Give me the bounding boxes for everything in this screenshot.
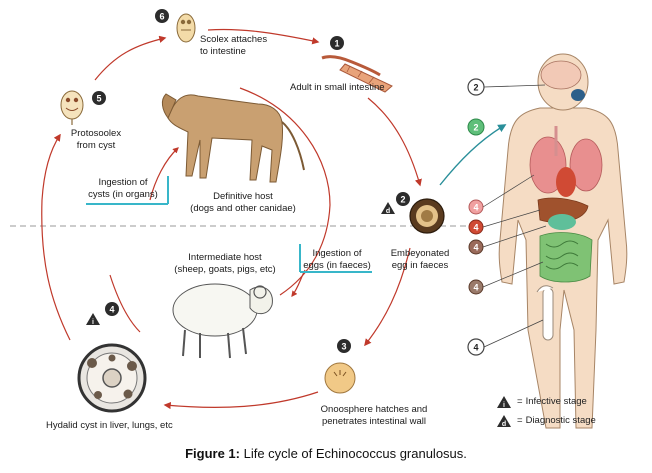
stage-4-number: 4 [109,305,114,315]
svg-text:2: 2 [473,123,478,133]
stage-2-number: 2 [400,195,405,205]
body-marker-heart: 4 [468,219,484,235]
adult-worm-icon [321,55,393,93]
svg-text:4: 4 [473,203,478,213]
legend-infective-icon: i [497,396,511,409]
svg-text:i: i [503,402,505,409]
legend-infective: =Infective stage [517,396,587,407]
body-marker-intestine: 4 [468,279,484,295]
svg-text:d: d [502,421,506,428]
stage-3-marker: 3 [337,339,351,353]
stage-4-marker: 4 [105,302,119,316]
stage-1-label: Adult in small intestine [290,82,385,93]
body-marker-eye: 2 [467,118,485,136]
svg-text:4: 4 [473,343,478,353]
body-marker-liver: 4 [468,239,484,255]
hydatid-cyst-icon [77,343,147,413]
caption-text: Life cycle of Echinococcus granulosus. [240,446,467,461]
teal-arrow [439,124,507,186]
dog-icon [161,93,305,183]
sheep-icon [172,283,273,359]
svg-text:i: i [92,319,94,326]
stage-4-label: Hydalid cyst in liver, lungs, etc [46,420,173,431]
stage-1-marker: 1 [330,36,344,50]
stage-6-number: 6 [159,12,164,22]
human-body-icon [498,53,628,429]
body-marker-bone: 4 [467,338,485,356]
legend-diagnostic-icon: d [497,415,511,428]
cycle-arrows [41,28,422,410]
svg-text:d: d [386,208,390,215]
stage-2-marker: 2 [396,192,410,206]
legend-diagnostic: =Diagnostic stage [517,415,596,426]
stage-3-number: 3 [341,342,346,352]
oncosphere-icon [324,362,356,394]
figure-caption: Figure 1: Life cycle of Echinococcus gra… [0,446,652,461]
svg-text:2: 2 [473,83,478,93]
body-marker-lungs: 4 [468,199,484,215]
svg-text:4: 4 [473,223,478,233]
egg-icon [409,198,445,234]
svg-text:4: 4 [473,283,478,293]
body-marker-brain: 2 [467,78,485,96]
stage-6-marker: 6 [155,9,169,23]
stage-1-number: 1 [334,39,339,49]
stage-5-marker: 5 [92,91,106,105]
protoscolex-icon [60,90,84,125]
scolex-icon [176,13,196,43]
legend-diagnostic-text: Diagnostic stage [525,415,596,426]
diagnostic-triangle-stage-2: d [381,202,395,215]
intermediate-host-label: Intermediate host(sheep, goats, pigs, et… [174,252,276,275]
caption-figure-number: Figure 1: [185,446,240,461]
definitive-host-label: Definitive host(dogs and other canidae) [190,191,296,214]
infective-triangle-stage-4: i [86,313,100,326]
stage-5-number: 5 [96,94,101,104]
svg-text:4: 4 [473,243,478,253]
legend-infective-text: Infective stage [525,396,587,407]
